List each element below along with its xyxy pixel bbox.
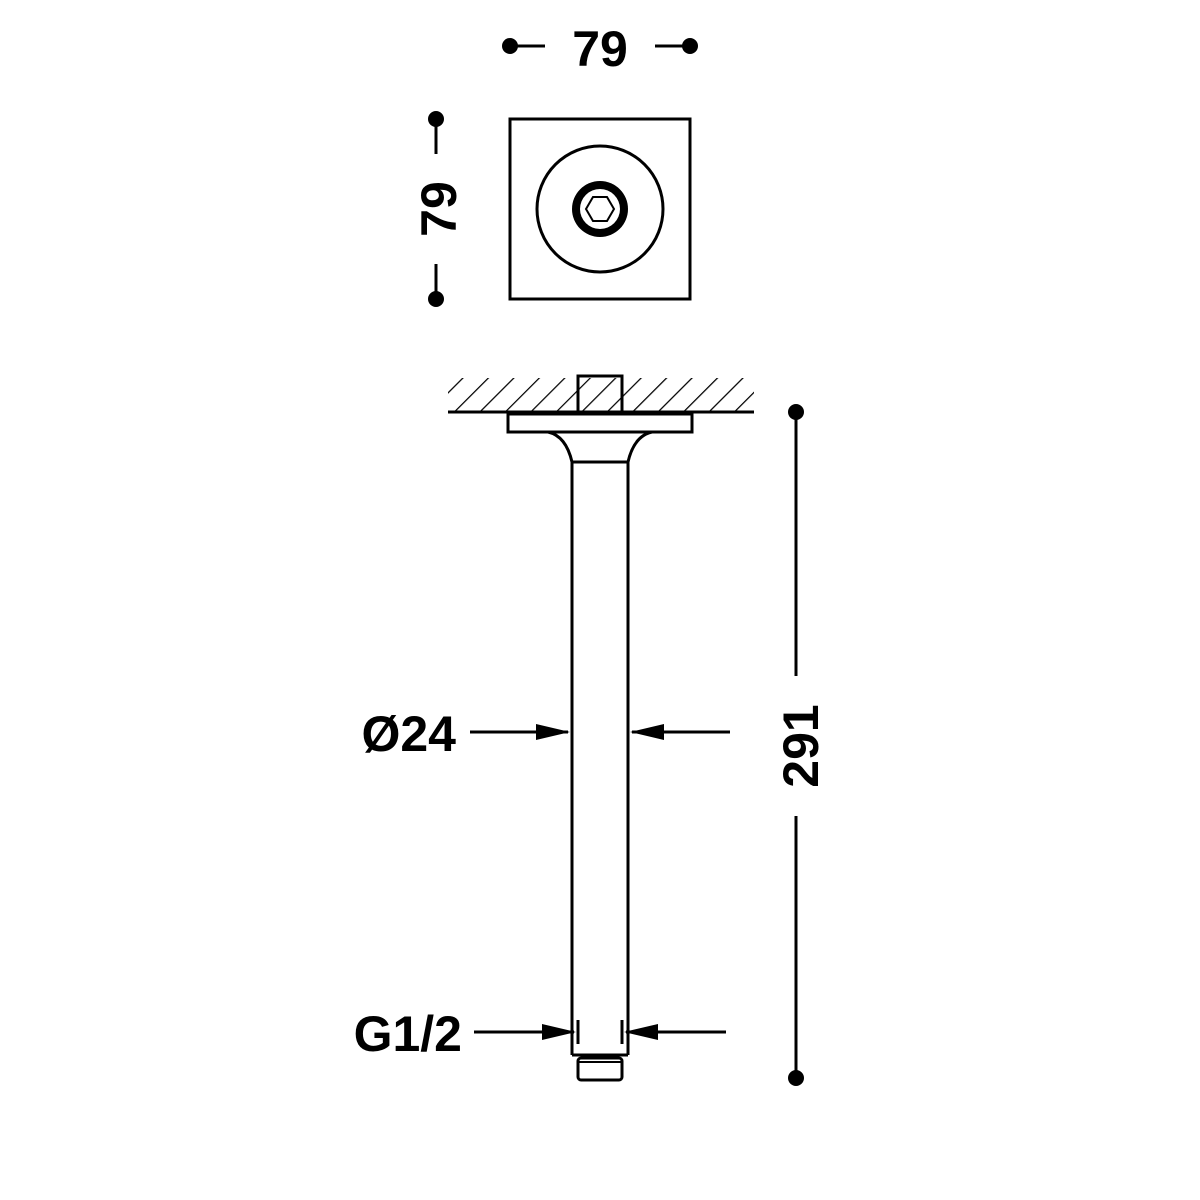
diameter-label: Ø24 [361,706,456,762]
diameter-dimension: Ø24 [361,706,730,762]
escutcheon-square [508,117,692,301]
ceiling-hatch [448,374,754,414]
length-label: 291 [773,704,829,787]
length-dimension: 291 [773,404,829,1086]
escutcheon-disc [535,144,665,274]
ceiling-flange [506,412,694,464]
top-height-dimension: 79 [411,111,467,307]
hex-socket-icon [584,196,616,222]
thread-end [576,1056,624,1082]
top-width-label: 79 [572,21,628,77]
top-width-dimension: 79 [502,21,698,77]
pipe-bore [580,189,620,229]
thread-label: G1/2 [354,1006,462,1062]
side-view: 291 Ø24 G1/2 [354,374,829,1086]
top-height-label: 79 [411,181,467,237]
shower-arm-pipe [570,462,630,1082]
thread-dimension: G1/2 [354,1006,726,1062]
top-view: 79 79 [411,21,698,307]
